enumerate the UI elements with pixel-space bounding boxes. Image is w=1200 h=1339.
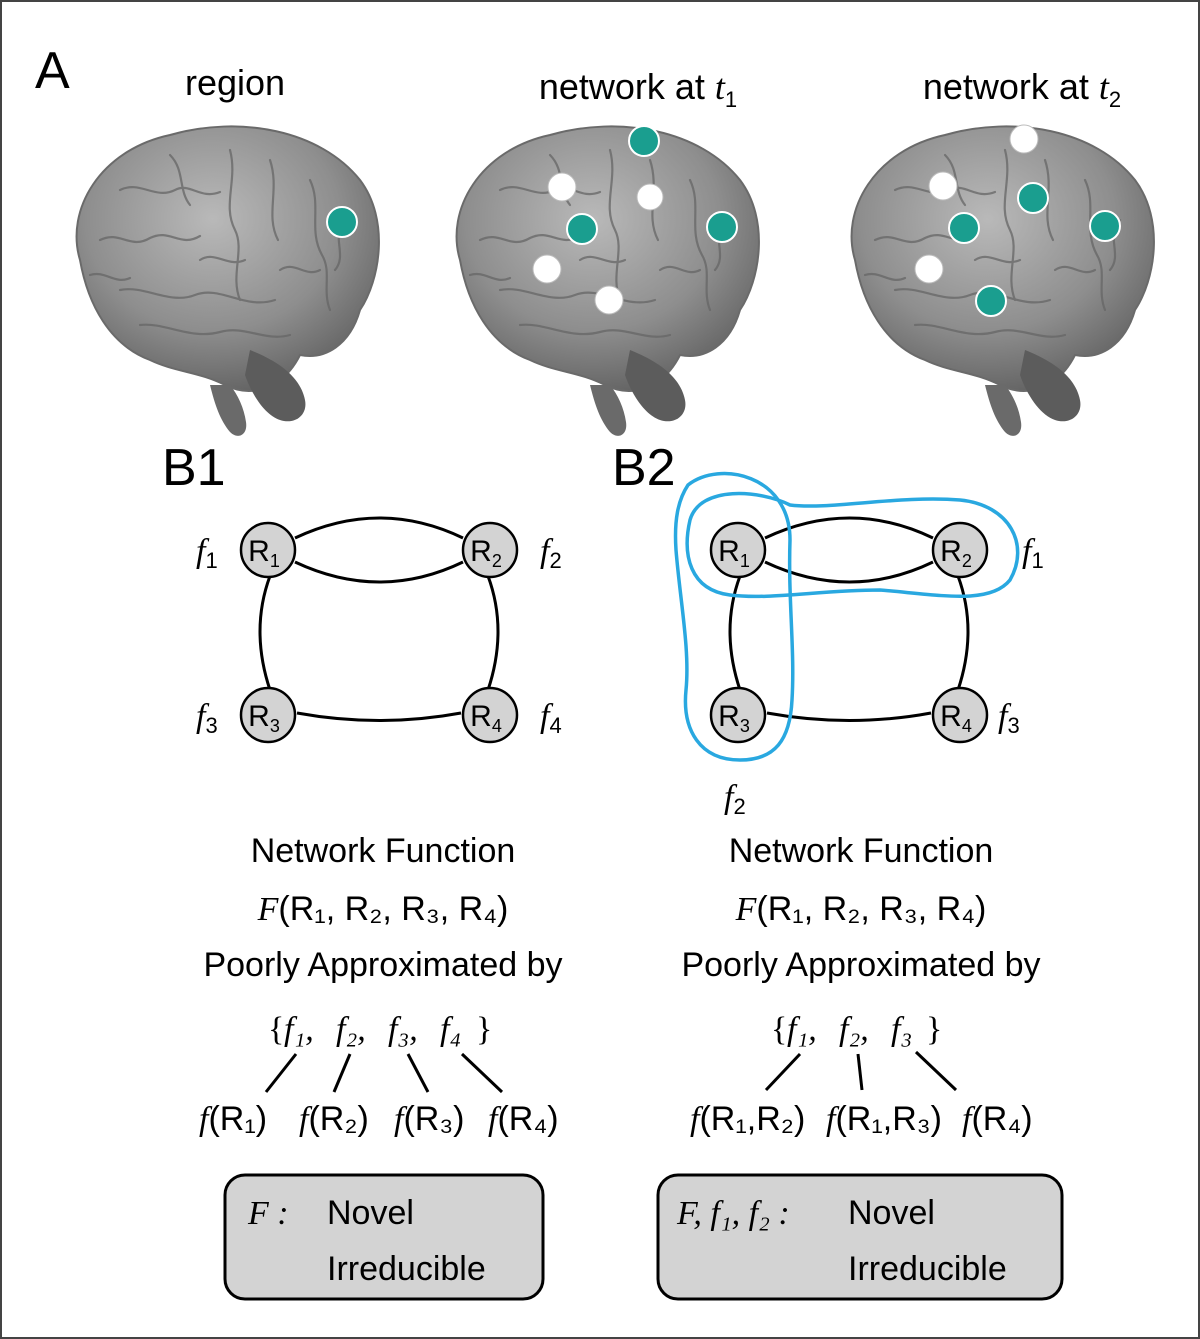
brain-1 <box>75 125 381 437</box>
brain-1-markers <box>326 206 358 238</box>
brain-2-caption: network at t1 <box>539 66 737 112</box>
b2-function-label: f3 <box>998 698 1020 738</box>
b1-set-close: } <box>476 1011 492 1048</box>
b2-set-item: f₂, <box>839 1011 869 1048</box>
b2-box-symbol: F, f₁, f₂ : <box>676 1195 790 1232</box>
b1-node-r3: R3 <box>239 686 297 744</box>
svg-text:R2: R2 <box>940 535 972 571</box>
b2-set-item: f₁, <box>787 1011 817 1048</box>
active-region-marker <box>566 213 598 245</box>
b2-set-close: } <box>926 1011 942 1048</box>
b2-node-r1: R1 <box>709 521 767 579</box>
brain-2 <box>455 125 761 437</box>
inactive-region-marker <box>594 285 624 315</box>
b1-set-item: f₁, <box>284 1011 314 1048</box>
svg-text:R1: R1 <box>248 535 280 571</box>
active-region-marker <box>948 212 980 244</box>
b2-mapping: f(R₁,R₂) <box>690 1100 805 1138</box>
active-region-marker <box>706 211 738 243</box>
b1-node-r2: R2 <box>461 521 519 579</box>
b1-mapping: f(R₁) <box>199 1100 267 1138</box>
brain-3-markers <box>914 124 1121 317</box>
b1-mapping: f(R₃) <box>394 1100 465 1138</box>
panel-b1-letter: B1 <box>162 439 226 497</box>
b1-function-label: f2 <box>540 533 562 573</box>
inactive-region-marker <box>1009 124 1039 154</box>
b1-mapping: f(R₄) <box>488 1100 559 1138</box>
inactive-region-marker <box>532 254 562 284</box>
b2-function-label: f1 <box>1022 533 1044 573</box>
b1-text-line1: Network Function <box>251 832 516 870</box>
b2-outline-f1 <box>685 491 1020 599</box>
b2-text-line1: Network Function <box>729 832 994 870</box>
svg-text:R3: R3 <box>718 700 750 736</box>
panel-b2-letter: B2 <box>612 439 676 497</box>
inactive-region-marker <box>914 254 944 284</box>
b1-set-open: { <box>268 1011 284 1048</box>
brain-3 <box>850 125 1156 437</box>
b2-result-box: F, f₁, f₂ : Novel Irreducible <box>656 1173 1064 1301</box>
b2-function-label: f2 <box>724 779 746 819</box>
panel-a-letter: A <box>35 42 70 100</box>
b1-mapping: f(R₂) <box>299 1100 369 1138</box>
b1-box-line1: Novel <box>327 1194 414 1232</box>
b2-node-r3: R3 <box>709 686 767 744</box>
b1-node-r1: R1 <box>239 521 297 579</box>
inactive-region-marker <box>636 183 664 211</box>
inactive-region-marker <box>547 172 577 202</box>
b1-function-label: f1 <box>196 533 218 573</box>
inactive-region-marker <box>928 171 958 201</box>
b1-network-edges <box>258 516 500 722</box>
b1-set-item: f₂, <box>336 1011 366 1048</box>
b1-set-item: f₃, <box>388 1011 418 1048</box>
b1-text-line3: Poorly Approximated by <box>203 946 562 984</box>
active-region-marker <box>326 206 358 238</box>
active-region-marker <box>628 125 660 157</box>
b2-text-line3: Poorly Approximated by <box>681 946 1040 984</box>
b1-result-box: F : Novel Irreducible <box>223 1173 545 1301</box>
b1-function-label: f4 <box>540 698 562 738</box>
b2-set-item: f₃ <box>891 1011 912 1048</box>
svg-text:R4: R4 <box>470 700 502 736</box>
b1-text-line2: F(R₁, R₂, R₃, R₄) <box>257 890 509 928</box>
b1-function-label: f3 <box>196 698 218 738</box>
b2-box-line1: Novel <box>848 1194 935 1232</box>
active-region-marker <box>1017 182 1049 214</box>
b2-node-r4: R4 <box>931 686 989 744</box>
svg-text:R4: R4 <box>940 700 972 736</box>
b2-text-line2: F(R₁, R₂, R₃, R₄) <box>735 890 987 928</box>
active-region-marker <box>975 285 1007 317</box>
b2-network-edges <box>728 516 970 722</box>
svg-text:R2: R2 <box>470 535 502 571</box>
brain-3-caption: network at t2 <box>923 66 1121 112</box>
svg-text:R3: R3 <box>248 700 280 736</box>
b2-box-line2: Irreducible <box>848 1250 1007 1288</box>
b1-set-item: f₄ <box>440 1011 461 1048</box>
b1-mapping-lines <box>264 1052 504 1094</box>
brain-2-markers <box>532 125 738 315</box>
active-region-marker <box>1089 210 1121 242</box>
svg-text:R1: R1 <box>718 535 750 571</box>
b1-box-line2: Irreducible <box>327 1250 486 1288</box>
b2-set-open: { <box>771 1011 787 1048</box>
b1-box-symbol: F : <box>247 1195 289 1232</box>
b2-mapping-lines <box>764 1050 958 1092</box>
b1-node-r4: R4 <box>461 686 519 744</box>
b2-mapping: f(R₄) <box>962 1100 1033 1138</box>
b2-outline-f2 <box>673 471 795 762</box>
b2-mapping: f(R₁,R₃) <box>826 1100 942 1138</box>
brain-1-caption: region <box>185 62 285 103</box>
b2-node-r2: R2 <box>931 521 989 579</box>
